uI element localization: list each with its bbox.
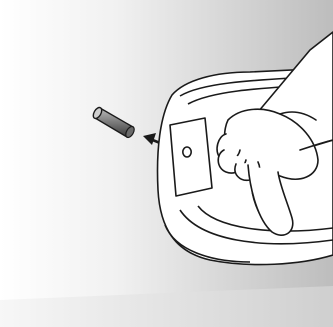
socket-hole-icon: [183, 147, 191, 157]
